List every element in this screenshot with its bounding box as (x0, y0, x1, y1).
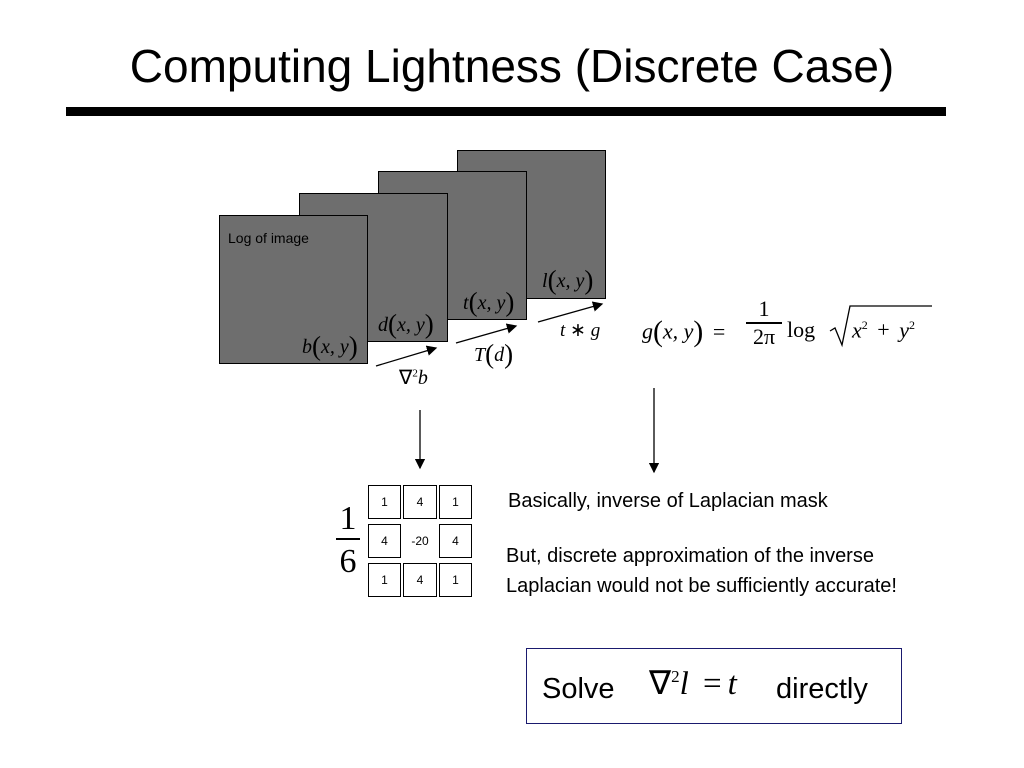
note-approximation-2: Laplacian would not be sufficiently accu… (506, 575, 897, 597)
formula-num: 1 (758, 296, 770, 321)
formula-radicand: x2 + y2 (852, 317, 915, 343)
kernel-grid: 1 4 1 4 -20 4 1 4 1 (368, 485, 472, 597)
arrow-laplacian (375, 345, 438, 367)
note-approximation-1: But, discrete approximation of the inver… (506, 545, 874, 567)
note-inverse-laplacian: Basically, inverse of Laplacian mask (508, 490, 828, 512)
solve-equation: ∇2l =t (649, 666, 737, 702)
kernel-scale-num: 1 (339, 500, 357, 537)
label-threshold-T: T(d) (474, 339, 514, 369)
title-underline (66, 107, 946, 116)
label-d-xy: d(x, y) (378, 309, 434, 339)
kernel-cell: 4 (403, 485, 437, 519)
label-convolution: t ∗ g (560, 320, 601, 341)
kernel-cell: 1 (368, 485, 401, 519)
sqrt-sign (829, 305, 932, 348)
label-laplacian-b: ∇2b (399, 367, 428, 389)
solve-prefix: Solve (542, 673, 615, 705)
kernel-cell: 4 (439, 524, 472, 558)
kernel-cell: 1 (439, 563, 472, 597)
kernel-cell-center: -20 (411, 534, 429, 548)
formula-log: log (787, 317, 816, 342)
kernel-cell: 4 (368, 524, 401, 558)
solve-suffix: directly (776, 673, 868, 705)
kernel-cell: 1 (439, 485, 472, 519)
label-l-xy: l(x, y) (542, 265, 594, 295)
solve-box: Solve ∇2l =t directly (526, 648, 902, 724)
kernel-cell: 1 (368, 563, 401, 597)
panel-caption: Log of image (228, 230, 309, 246)
slide-title: Computing Lightness (Discrete Case) (129, 40, 895, 92)
label-b-xy: b(x, y) (302, 331, 358, 361)
panel-b: Log of image (219, 215, 368, 364)
kernel-cell: 4 (403, 563, 437, 597)
kernel-scale-den: 6 (339, 543, 357, 580)
formula-fraction: 1 2π (746, 296, 782, 350)
arrow-convolution (537, 301, 604, 323)
formula-g-lhs: g(x, y) = (642, 316, 726, 348)
label-t-xy: t(x, y) (463, 287, 515, 317)
formula-den: 2π (752, 323, 776, 349)
arrow-threshold (455, 323, 518, 344)
kernel-scale: 1 6 (336, 500, 360, 584)
